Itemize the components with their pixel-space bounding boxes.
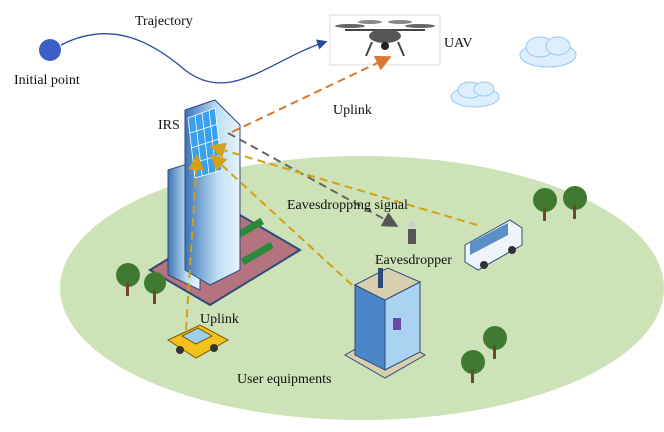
cloud-icon <box>519 36 577 68</box>
eavesdropper-label: Eavesdropper <box>375 253 452 268</box>
uplink-taxi-to-irs-arrow <box>185 154 205 331</box>
uplink-irs-to-uav-arrow <box>231 55 392 133</box>
trajectory-label: Trajectory <box>135 14 193 29</box>
uav-label: UAV <box>444 36 473 51</box>
tree-icon <box>116 263 166 304</box>
initial-point-marker <box>39 39 61 61</box>
eavesdropping-signal-arrow <box>227 132 399 227</box>
irs-label: IRS <box>158 118 180 133</box>
uplink-top-label: Uplink <box>333 103 372 118</box>
user-building-icon <box>343 267 427 379</box>
uav-icon <box>329 14 441 66</box>
uplink-bottom-label: Uplink <box>200 312 239 327</box>
tree-icon <box>461 326 507 383</box>
tree-icon <box>533 186 587 221</box>
bus-icon <box>464 219 523 271</box>
eavesdropping-signal-label: Eavesdropping signal <box>287 198 408 213</box>
eavesdropper-icon <box>408 221 416 244</box>
uplink-building-to-irs-arrow <box>210 154 353 286</box>
uplink-bus-to-irs-arrow <box>209 142 478 226</box>
cloud-icon <box>450 81 500 108</box>
trajectory-path <box>60 33 328 84</box>
user-equipments-label: User equipments <box>237 372 331 387</box>
initial-point-label: Initial point <box>14 73 80 88</box>
taxi-icon <box>166 324 230 359</box>
